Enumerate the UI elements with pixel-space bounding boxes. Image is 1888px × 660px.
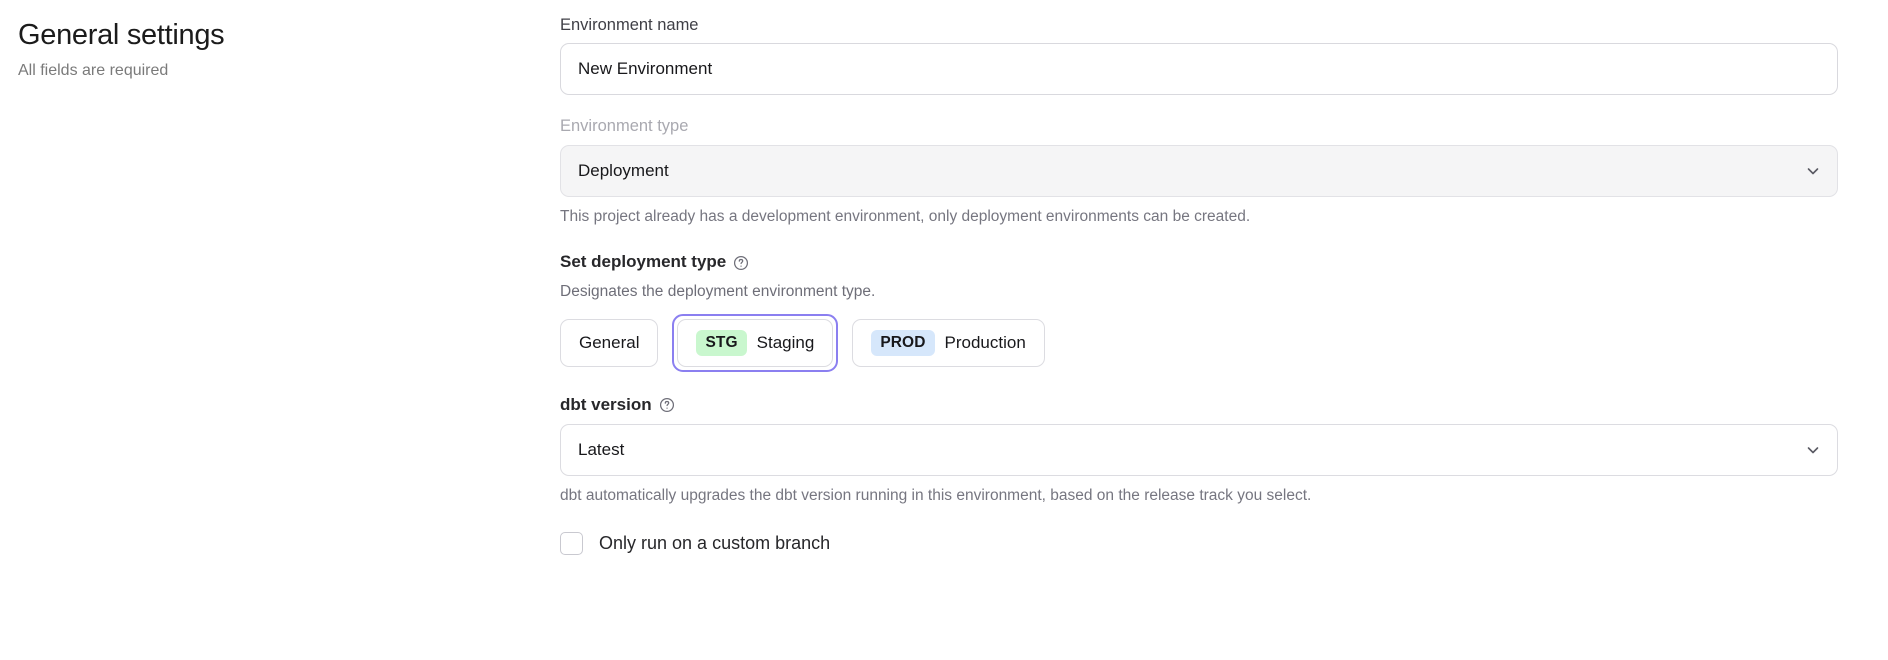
dbt-version-select[interactable]: Latest (560, 423, 1838, 476)
question-circle-icon[interactable] (733, 255, 749, 271)
environment-type-select[interactable]: Deployment (560, 144, 1838, 197)
deployment-type-production-wrap: PROD Production (852, 318, 1045, 367)
environment-name-label: Environment name (560, 16, 699, 34)
deployment-type-general-label: General (579, 332, 640, 352)
environment-name-input[interactable]: New Environment (560, 43, 1838, 96)
question-circle-icon[interactable] (659, 397, 675, 413)
prod-badge: PROD (871, 329, 935, 356)
environment-type-field-group: Environment type Deployment This project… (560, 115, 1838, 227)
page-title: General settings (18, 19, 225, 51)
dbt-version-value: Latest (578, 439, 625, 459)
deployment-type-staging-button[interactable]: STG Staging (677, 318, 834, 367)
dbt-version-label: dbt version (560, 394, 652, 414)
environment-type-help-text: This project already has a development e… (560, 207, 1251, 225)
deployment-type-staging-label: Staging (756, 332, 815, 352)
settings-intro-column: General settings All fields are required (0, 0, 560, 82)
deployment-type-label: Set deployment type (560, 252, 727, 272)
dbt-version-field-group: dbt version Latest dbt automatically upg… (560, 394, 1838, 507)
deployment-type-field-group: Set deployment type Designates the deplo… (560, 251, 1838, 372)
custom-branch-label[interactable]: Only run on a custom branch (599, 533, 831, 554)
deployment-type-label-row: Set deployment type (560, 251, 1838, 274)
deployment-type-production-label: Production (944, 332, 1026, 352)
deployment-type-general-wrap: General (560, 318, 659, 367)
dbt-version-help-text: dbt automatically upgrades the dbt versi… (560, 486, 1312, 504)
environment-name-field-group: Environment name New Environment (560, 14, 1838, 96)
deployment-type-staging-wrap: STG Staging (672, 313, 839, 372)
dbt-version-label-row: dbt version (560, 394, 1838, 417)
environment-type-label: Environment type (560, 117, 689, 136)
custom-branch-checkbox[interactable] (560, 532, 583, 556)
environment-type-value: Deployment (578, 160, 669, 180)
chevron-down-icon (1805, 442, 1821, 458)
deployment-type-general-button[interactable]: General (560, 318, 659, 367)
deployment-type-description: Designates the deployment environment ty… (560, 283, 876, 301)
deployment-type-production-button[interactable]: PROD Production (852, 318, 1045, 367)
page-subtitle: All fields are required (18, 61, 169, 79)
custom-branch-row: Only run on a custom branch (560, 532, 1838, 556)
chevron-down-icon (1805, 163, 1821, 179)
stg-badge: STG (696, 329, 747, 356)
deployment-type-button-group: General STG Staging PROD Production (560, 313, 1838, 372)
general-settings-form: Environment name New Environment Environ… (560, 0, 1888, 556)
